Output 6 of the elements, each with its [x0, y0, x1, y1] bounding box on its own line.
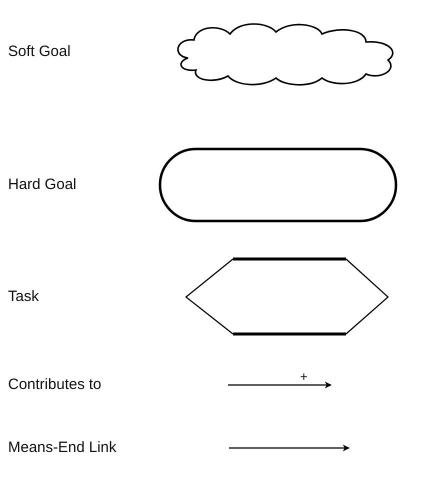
legend-label: Task — [8, 288, 39, 305]
legend-label: Hard Goal — [8, 176, 76, 193]
plus-sign-label: + — [300, 369, 308, 384]
legend-label: Means-End Link — [8, 439, 116, 456]
legend-label: Contributes to — [8, 376, 102, 393]
legend-label: Soft Goal — [8, 43, 71, 60]
